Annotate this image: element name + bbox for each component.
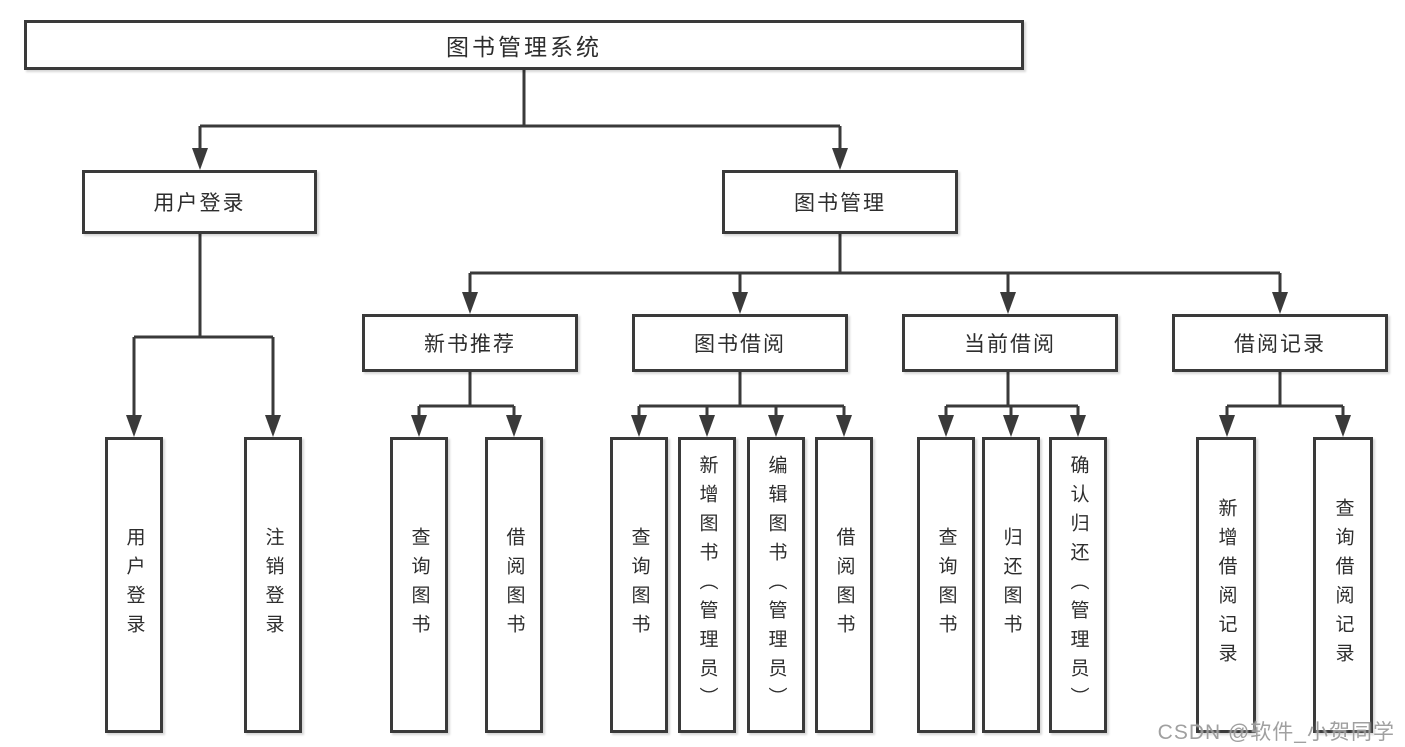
leaf-return-books: 归还图书: [982, 437, 1040, 733]
leaf-query-books-current: 查询图书: [917, 437, 975, 733]
leaf-confirm-return-admin: 确认归还（管理员）: [1049, 437, 1107, 733]
leaf-edit-books-admin: 编辑图书（管理员）: [747, 437, 805, 733]
leaf-add-borrow-record-label: 新增借阅记录: [1215, 498, 1237, 672]
leaf-query-books-borrowing-label: 查询图书: [628, 527, 650, 643]
leaf-query-books-recommend: 查询图书: [390, 437, 448, 733]
leaf-edit-books-admin-label: 编辑图书（管理员）: [765, 454, 787, 716]
leaf-borrow-books-borrowing-label: 借阅图书: [833, 527, 855, 643]
leaf-logout: 注销登录: [244, 437, 302, 733]
node-current-borrowing: 当前借阅: [902, 314, 1118, 372]
leaf-user-login-label: 用户登录: [123, 527, 145, 643]
node-book-borrowing: 图书借阅: [632, 314, 848, 372]
node-book-borrowing-label: 图书借阅: [694, 333, 786, 356]
leaf-borrow-books-recommend: 借阅图书: [485, 437, 543, 733]
leaf-query-books-current-label: 查询图书: [935, 527, 957, 643]
leaf-user-login: 用户登录: [105, 437, 163, 733]
leaf-query-borrow-record: 查询借阅记录: [1313, 437, 1373, 733]
leaf-add-borrow-record: 新增借阅记录: [1196, 437, 1256, 733]
leaf-borrow-books-recommend-label: 借阅图书: [503, 527, 525, 643]
node-new-book-recommend-label: 新书推荐: [424, 333, 516, 356]
leaf-query-books-borrowing: 查询图书: [610, 437, 668, 733]
node-borrowing-records: 借阅记录: [1172, 314, 1388, 372]
leaf-borrow-books-borrowing: 借阅图书: [815, 437, 873, 733]
leaf-add-books-admin: 新增图书（管理员）: [678, 437, 736, 733]
node-new-book-recommend: 新书推荐: [362, 314, 578, 372]
node-root-system: 图书管理系统: [24, 20, 1024, 70]
node-user-login: 用户登录: [82, 170, 317, 234]
leaf-return-books-label: 归还图书: [1000, 527, 1022, 643]
leaf-confirm-return-admin-label: 确认归还（管理员）: [1067, 454, 1089, 716]
leaf-add-books-admin-label: 新增图书（管理员）: [696, 454, 718, 716]
node-book-management: 图书管理: [722, 170, 958, 234]
csdn-watermark: CSDN @软件_小贺同学: [1157, 721, 1395, 744]
node-borrowing-records-label: 借阅记录: [1234, 333, 1326, 356]
arrowheads: [126, 148, 1351, 437]
node-book-management-label: 图书管理: [794, 192, 886, 215]
leaf-query-books-recommend-label: 查询图书: [408, 527, 430, 643]
node-user-login-label: 用户登录: [153, 192, 246, 215]
node-current-borrowing-label: 当前借阅: [964, 333, 1056, 356]
node-root-system-label: 图书管理系统: [446, 34, 602, 60]
leaf-query-borrow-record-label: 查询借阅记录: [1332, 498, 1354, 672]
leaf-logout-label: 注销登录: [262, 527, 284, 643]
